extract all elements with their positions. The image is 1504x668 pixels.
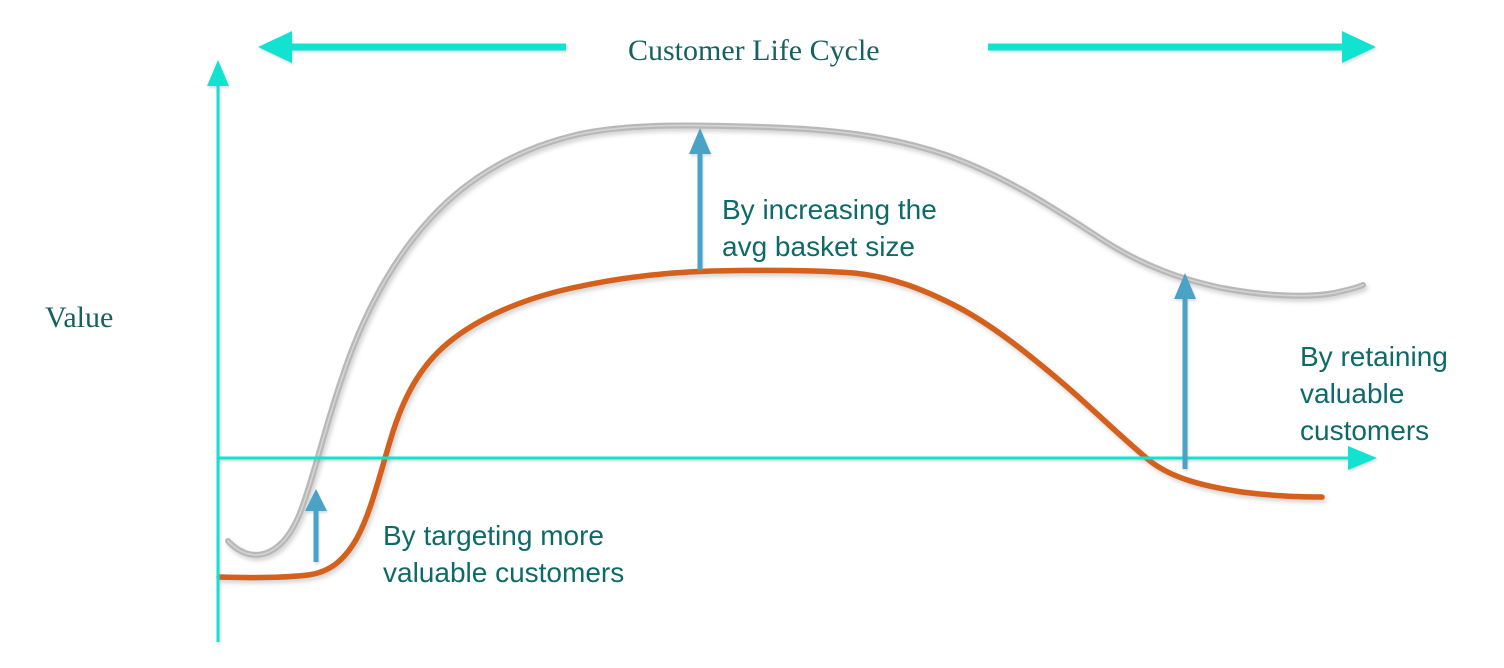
- annotation-increasing: By increasing the avg basket size: [722, 191, 937, 265]
- gray-value-curve-highlight: [227, 124, 1364, 556]
- gray-value-curve: [225, 122, 1366, 558]
- x-axis-arrow-icon: [1348, 446, 1377, 470]
- y-axis-arrow-icon: [207, 60, 229, 86]
- annotation-increasing-line-1: By increasing the: [722, 194, 937, 225]
- annotation-targeting: By targeting more valuable customers: [383, 517, 624, 591]
- retention-uplift-arrow-icon: [1174, 273, 1196, 469]
- orange-value-curve-stroke: [216, 267, 1325, 581]
- gray-value-curve-stroke: [225, 122, 1366, 558]
- y-axis-label: Value: [45, 301, 114, 334]
- lifecycle-left-arrow-icon: [258, 31, 566, 63]
- annotation-retaining: By retaining valuable customers: [1300, 338, 1448, 449]
- annotation-retaining-line-3: customers: [1300, 415, 1430, 446]
- annotation-retaining-line-2: valuable: [1300, 378, 1405, 409]
- annotation-targeting-line-2: valuable customers: [383, 557, 625, 588]
- y-axis: [207, 60, 229, 642]
- targeting-uplift-arrow-icon: [305, 489, 327, 562]
- basket-uplift-arrow-icon: [689, 128, 711, 270]
- chart-title: Customer Life Cycle: [628, 34, 880, 67]
- lifecycle-right-arrow-icon: [988, 31, 1376, 63]
- annotation-targeting-line-1: By targeting more: [383, 520, 604, 551]
- annotation-retaining-line-1: By retaining: [1300, 341, 1448, 372]
- orange-value-curve: [216, 267, 1325, 581]
- x-axis: [218, 446, 1377, 470]
- annotation-increasing-line-2: avg basket size: [722, 231, 915, 262]
